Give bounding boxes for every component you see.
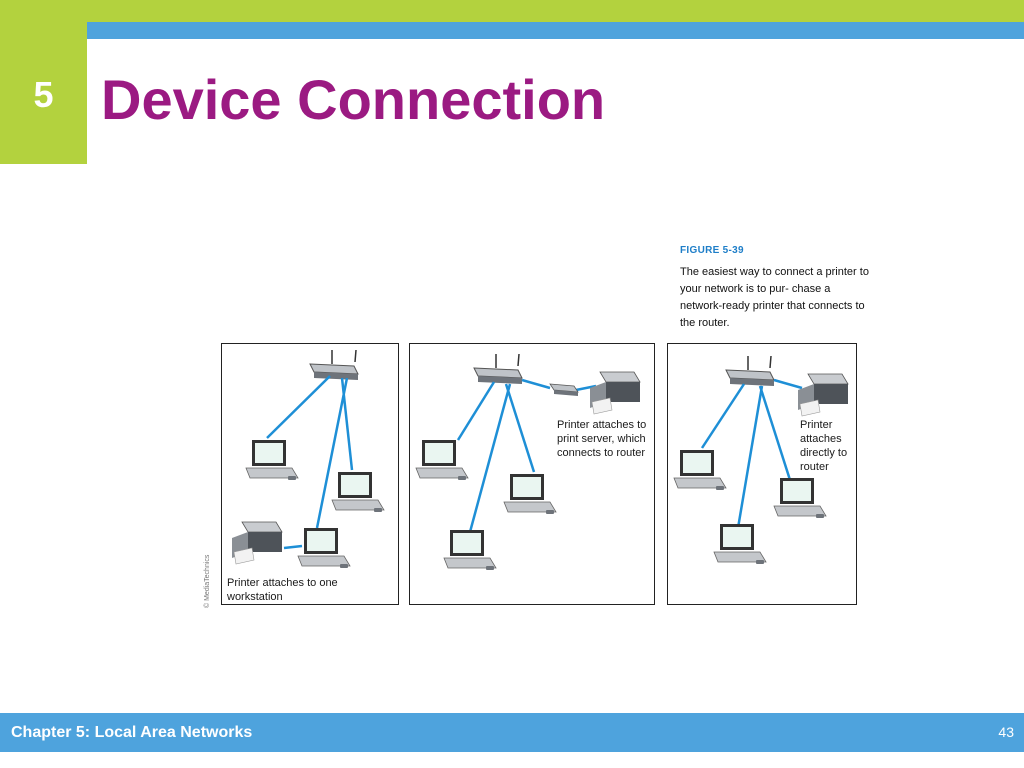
laptop-icon	[503, 474, 557, 514]
laptop-icon	[415, 440, 469, 480]
router-icon	[309, 349, 359, 380]
footer-bar: Chapter 5: Local Area Networks 43	[0, 713, 1024, 752]
header-blue-stripe	[87, 22, 1024, 39]
figure-label: FIGURE 5-39	[680, 245, 744, 256]
network-cables	[266, 375, 354, 550]
panel-direct-router: Printer attaches directly to router	[667, 343, 857, 605]
laptop-icon	[673, 450, 727, 490]
laptop-icon	[773, 478, 827, 518]
panel-1-note: Printer attaches to one workstation	[227, 577, 338, 603]
panel-3-note: Printer attaches directly to router	[800, 419, 848, 473]
panel-1-diagram	[232, 349, 385, 568]
figure-caption: The easiest way to connect a printer to …	[680, 266, 869, 329]
panel-workstation-printer: Printer attaches to one workstation	[221, 343, 399, 605]
network-cables	[700, 378, 803, 529]
laptop-icon	[331, 472, 385, 512]
laptop-icon	[713, 524, 767, 564]
chapter-number: 5	[33, 74, 54, 115]
router-icon	[473, 353, 523, 384]
laptop-icon	[443, 530, 497, 570]
laptop-icon	[297, 528, 351, 568]
printer-icon	[798, 373, 849, 417]
panel-3-diagram	[673, 355, 849, 564]
panel-2-note: Printer attaches to print server, which …	[557, 419, 647, 459]
print-server-icon	[549, 383, 579, 396]
panel-print-server: Printer attaches to print server, which …	[409, 343, 655, 605]
top-accent-bar	[0, 0, 1024, 22]
image-credit: © MediaTechnics	[204, 554, 211, 608]
printer-icon	[232, 521, 283, 565]
footer-chapter-title: Chapter 5: Local Area Networks	[11, 724, 253, 741]
chapter-number-box: 5	[0, 22, 87, 164]
laptop-icon	[245, 440, 299, 480]
router-icon	[725, 355, 775, 386]
network-cables	[456, 378, 597, 533]
printer-icon	[590, 371, 641, 415]
slide-title: Device Connection	[101, 68, 606, 131]
panel-2-diagram	[415, 353, 641, 570]
page-number: 43	[998, 724, 1014, 740]
